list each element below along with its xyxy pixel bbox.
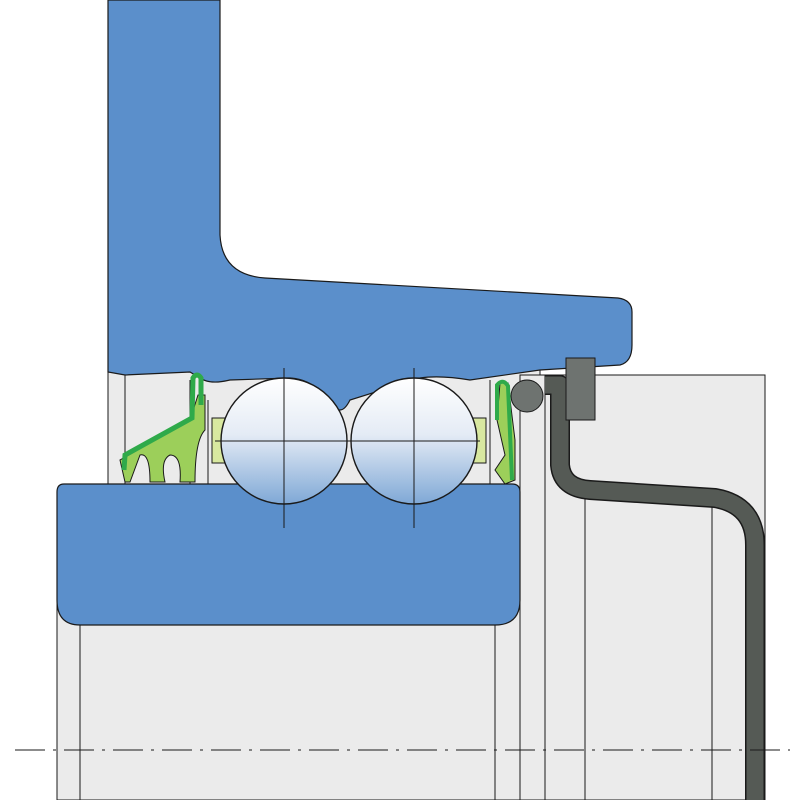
ball-centerlines <box>215 368 480 528</box>
retaining-ring <box>510 379 544 413</box>
clamp-block <box>565 357 596 421</box>
housing-outer-ring <box>107 0 633 411</box>
seal-left-band <box>121 372 204 471</box>
seal-right-band <box>495 379 514 481</box>
seal-left-lip <box>119 394 206 483</box>
bore-area <box>56 599 521 800</box>
deflector-shield-fill <box>545 376 764 800</box>
inner-ring <box>56 483 521 626</box>
